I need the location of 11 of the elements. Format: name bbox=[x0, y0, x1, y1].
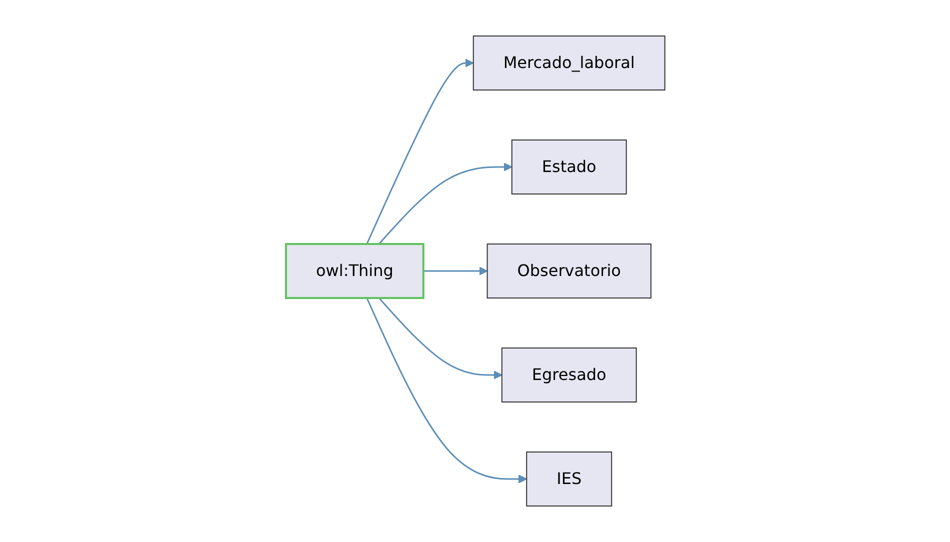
node-box: Estado bbox=[510, 140, 626, 194]
node-box: Observatorio bbox=[486, 244, 651, 298]
node-box: IES bbox=[526, 452, 612, 506]
arrow bbox=[366, 58, 474, 244]
arrow bbox=[378, 162, 512, 244]
arrow bbox=[422, 266, 488, 276]
arrow bbox=[378, 298, 502, 380]
node-box: Mercado_laboral bbox=[472, 36, 665, 90]
node-box: owl:Thing bbox=[284, 243, 424, 299]
arrow bbox=[366, 298, 527, 484]
node-box: Egresado bbox=[500, 348, 636, 402]
